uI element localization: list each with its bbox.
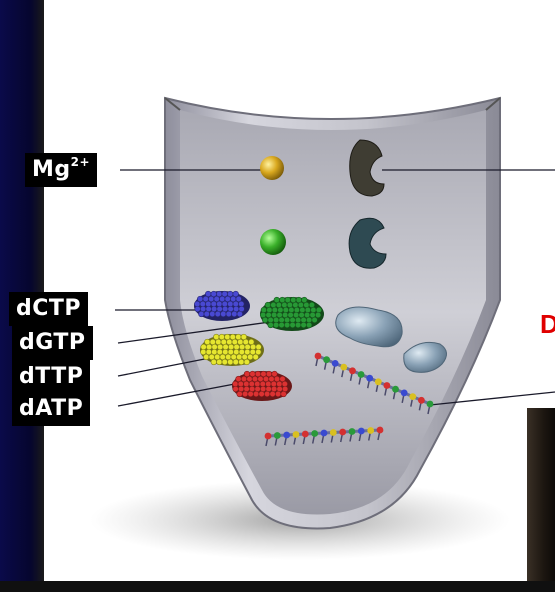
magnesium-ion-icon (260, 156, 284, 180)
dgtp-cluster (260, 297, 324, 331)
bottom-dark-bar (0, 581, 555, 592)
cut-off-heading-letter: D (540, 309, 555, 340)
label-datp: dATP (12, 392, 90, 426)
label-dctp: dCTP (9, 292, 88, 326)
dctp-cluster (194, 291, 250, 321)
cropped-photo (527, 408, 555, 581)
label-dgtp: dGTP (12, 326, 93, 360)
label-mg: Mg2+ (25, 153, 97, 187)
datp-cluster (232, 371, 292, 401)
green-ion-icon (260, 229, 286, 255)
label-dttp: dTTP (12, 360, 90, 394)
dttp-cluster (200, 334, 264, 366)
